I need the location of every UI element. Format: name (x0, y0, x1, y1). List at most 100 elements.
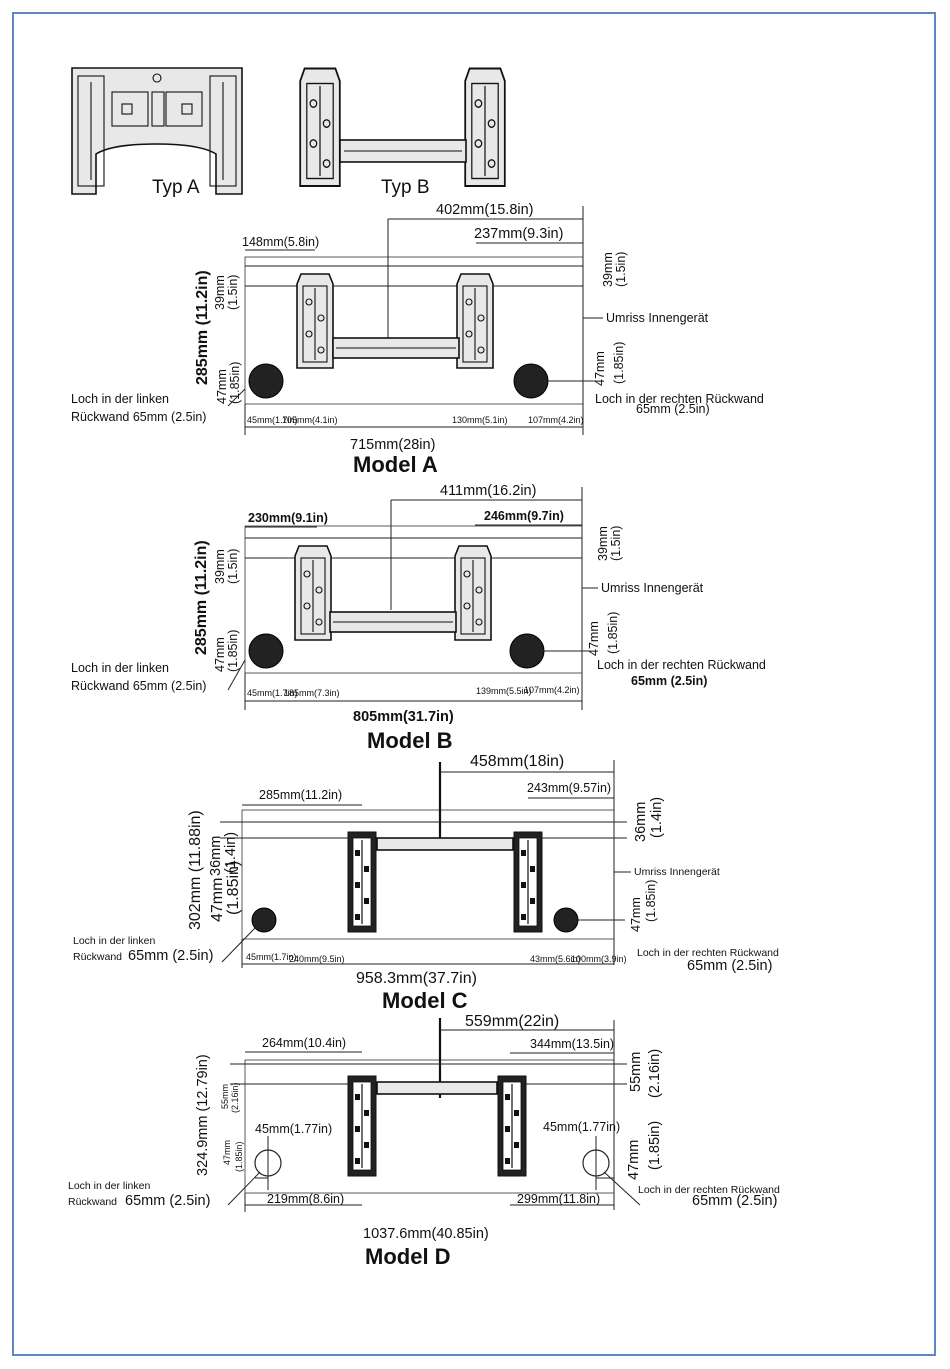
model-d-diagram: 559mm(22in) 264mm(10.4in) 344mm(13.5in) … (68, 1013, 780, 1269)
model-b-right-hole-line1: Loch in der rechten Rückwand (597, 658, 766, 672)
model-d-title: Model D (365, 1244, 451, 1269)
model-b-left-hole-line2: Rückwand 65mm (2.5in) (71, 679, 206, 693)
model-c-right-hole-line2: 65mm (2.5in) (687, 958, 772, 974)
model-a-dim-width: 715mm(28in) (350, 437, 435, 453)
model-b-dim-left-offset: 230mm(9.1in) (248, 511, 328, 525)
model-a-dim-bottom-4: 107mm(4.2in) (528, 415, 584, 425)
model-c-outline-label: Umriss Innengerät (634, 866, 720, 878)
model-c-dim-right-47-mm: 47mm (629, 897, 643, 932)
model-c-left-hole-line2a: Rückwand (73, 951, 122, 963)
model-a-title: Model A (353, 452, 438, 477)
model-c-dim-left-offset: 285mm(11.2in) (259, 788, 342, 802)
model-d-right-hole-line1: Loch in der rechten Rückwand (638, 1184, 780, 1196)
model-c-right-hole-line1: Loch in der rechten Rückwand (637, 947, 779, 959)
model-b-dim-left-47-mm: 47mm (213, 637, 227, 672)
model-a-dim-top-right-v-mm: 39mm (601, 252, 615, 287)
model-a-dim-top-right-v-in: (1.5in) (614, 252, 628, 287)
model-b-dim-right-47-mm: 47mm (587, 621, 601, 656)
model-d-dim-left-47-in: (1.85in) (234, 1141, 244, 1172)
model-c-dim-left-47-in: (1.85in) (225, 861, 242, 915)
model-a-diagram: 402mm(15.8in) 148mm(5.8in) 237mm(9.3in) … (71, 202, 764, 477)
model-a-dim-top: 402mm(15.8in) (436, 202, 534, 218)
model-d-right-hole-line2: 65mm (2.5in) (692, 1193, 777, 1209)
model-a-dim-left-v-mm: 39mm (213, 275, 227, 310)
model-a-dim-bottom-1: 45mm(1.7in) (247, 415, 298, 425)
model-c-dim-bottom-4: 100mm(3.9in) (571, 954, 627, 964)
model-d-dim-top-right-v-in: (2.16in) (647, 1049, 663, 1098)
model-b-dim-right-47-in: (1.85in) (606, 612, 620, 654)
model-a-dim-bottom-2: 105mm(4.1in) (282, 415, 338, 425)
model-c-dim-left-v-mm: 36mm (208, 836, 224, 876)
model-b-dim-top: 411mm(16.2in) (440, 483, 536, 499)
model-d-dim-height: 324.9mm (12.79in) (195, 1054, 211, 1176)
model-d-dim-left-offset: 264mm(10.4in) (262, 1036, 346, 1050)
type-a-illustration: Typ A (71, 67, 243, 198)
model-b-dim-top-right-v-mm: 39mm (596, 526, 610, 561)
model-a-dim-right-47-in: (1.85in) (612, 342, 626, 384)
model-c-diagram: 458mm(18in) 285mm(11.2in) 243mm(9.57in) … (73, 753, 779, 1013)
model-a-dim-left-offset: 148mm(5.8in) (242, 235, 319, 249)
model-b-dim-right-offset: 246mm(9.7in) (484, 509, 564, 523)
model-d-dim-left-v-in: (2.16in) (230, 1082, 240, 1113)
model-a-dim-left-v-in: (1.5in) (226, 275, 240, 310)
model-d-dim-right-47-in: (1.85in) (647, 1121, 663, 1170)
model-a-left-hole (248, 363, 284, 399)
model-c-dim-bottom-2: 240mm(9.5in) (289, 954, 345, 964)
model-b-title: Model B (367, 728, 453, 753)
model-c-left-hole-line2b: 65mm (2.5in) (128, 948, 213, 964)
page-frame (12, 12, 936, 1356)
model-c-dim-height: 302mm (11.88in) (187, 810, 204, 930)
type-a-label: Typ A (152, 177, 200, 198)
model-d-dim-width: 1037.6mm(40.85in) (363, 1226, 489, 1242)
model-a-right-hole (513, 363, 549, 399)
model-b-dim-left-v-mm: 39mm (213, 549, 227, 584)
model-b-right-hole-line2: 65mm (2.5in) (631, 674, 707, 688)
model-d-dim-top-right-v-mm: 55mm (628, 1052, 644, 1092)
model-b-diagram: 411mm(16.2in) 230mm(9.1in) 246mm(9.7in) … (71, 483, 766, 753)
model-d-dim-top: 559mm(22in) (465, 1013, 559, 1030)
model-b-dim-left-47-in: (1.85in) (226, 630, 240, 672)
model-c-dim-left-v-in: (1.4in) (223, 832, 239, 873)
model-c-dim-top-right-v-in: (1.4in) (649, 797, 665, 838)
model-b-left-hole-line1: Loch in der linken (71, 661, 169, 675)
model-a-outline-label: Umriss Innengerät (606, 311, 709, 325)
model-d-dim-right-47-mm: 47mm (626, 1140, 642, 1180)
model-b-dim-bottom-3: 139mm(5.5in) (476, 686, 532, 696)
model-d-dim-right-offset: 344mm(13.5in) (530, 1037, 614, 1051)
model-a-right-hole-line2: 65mm (2.5in) (636, 402, 710, 416)
model-c-dim-bottom-3: 43mm(5.6in) (530, 954, 581, 964)
model-a-dim-left-47-in: (1.85in) (228, 362, 242, 404)
model-d-left-hole-line1: Loch in der linken (68, 1180, 150, 1192)
model-b-dim-top-right-v-in: (1.5in) (609, 526, 623, 561)
model-b-dim-left-v-in: (1.5in) (226, 549, 240, 584)
model-c-dim-top-right-v-mm: 36mm (633, 802, 649, 842)
model-d-left-hole-line2b: 65mm (2.5in) (125, 1193, 210, 1209)
model-b-right-hole (509, 633, 545, 669)
model-b-dim-bottom-2: 185mm(7.3in) (284, 688, 340, 698)
type-b-label: Typ B (381, 177, 430, 198)
model-d-dim-hole-right: 45mm(1.77in) (543, 1120, 620, 1134)
model-c-left-hole (251, 907, 277, 933)
type-b-illustration: Typ B (299, 67, 506, 198)
model-d-dim-left-v-mm: 55mm (220, 1084, 230, 1109)
model-d-dim-bottom-1: 219mm(8.6in) (267, 1192, 344, 1206)
model-d-left-hole-line2a: Rückwand (68, 1196, 117, 1208)
model-c-dim-left-47-mm: 47mm (209, 878, 226, 922)
model-c-dim-top: 458mm(18in) (470, 753, 564, 770)
model-b-dim-bottom-4: 107mm(4.2in) (524, 685, 580, 695)
model-a-left-hole-line1: Loch in der linken (71, 392, 169, 406)
model-a-right-hole-line1: Loch in der rechten Rückwand (595, 392, 764, 406)
model-c-left-hole-line1: Loch in der linken (73, 935, 155, 947)
model-b-dim-bottom-1: 45mm(1.7in) (247, 688, 298, 698)
model-b-outline-label: Umriss Innengerät (601, 581, 704, 595)
model-c-title: Model C (382, 988, 468, 1013)
model-c-dim-right-offset: 243mm(9.57in) (527, 781, 611, 795)
model-a-dim-right-47-mm: 47mm (593, 351, 607, 386)
model-b-left-hole (248, 633, 284, 669)
model-d-dim-bottom-2: 299mm(11.8in) (517, 1192, 600, 1206)
model-c-dim-bottom-1: 45mm(1.7in) (246, 952, 297, 962)
model-b-dim-height: 285mm (11.2in) (193, 540, 210, 655)
model-d-dim-left-47-mm: 47mm (222, 1140, 232, 1165)
model-a-dim-bottom-3: 130mm(5.1in) (452, 415, 508, 425)
